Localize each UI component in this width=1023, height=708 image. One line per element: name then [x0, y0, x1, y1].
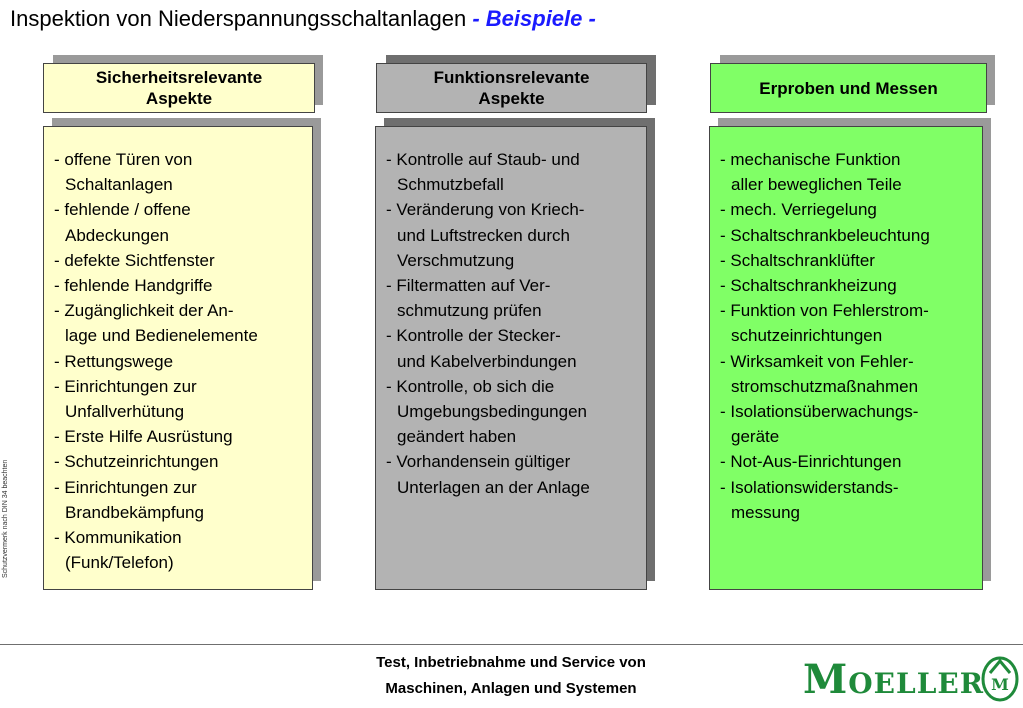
list-item: - Schaltschranklüfter — [720, 250, 875, 270]
heading-line: Sicherheitsrelevante — [95, 68, 263, 87]
list-item: schutzeinrichtungen — [731, 326, 883, 346]
footer-text: Test, Inbetriebnahme und Service von Mas… — [300, 650, 722, 702]
list-item: und Luftstrecken durch — [397, 225, 570, 245]
logo-initial: M — [803, 656, 849, 703]
list-item: - fehlende Handgriffe — [54, 276, 213, 296]
footer-line: Test, Inbetriebnahme und Service von — [376, 654, 646, 671]
list-item: messung — [731, 502, 800, 522]
list-item: - Schaltschrankbeleuchtung — [720, 225, 930, 245]
list-item: lage und Bedienelemente — [65, 326, 258, 346]
list-item: (Funk/Telefon) — [65, 553, 174, 573]
list-item: Unterlagen an der Anlage — [397, 477, 590, 497]
heading-line: Erproben und Messen — [759, 78, 938, 98]
list-item: Unfallverhütung — [65, 402, 185, 422]
heading-line: Funktionsrelevante — [433, 68, 590, 87]
list-item: - Not-Aus-Einrichtungen — [720, 452, 902, 472]
list-item: - Filtermatten auf Ver- — [386, 276, 551, 296]
moeller-logo: MOELLER — [803, 656, 984, 703]
list-item: Schmutzbefall — [397, 175, 504, 195]
list-item: - Isolationswiderstands- — [720, 477, 899, 497]
list-item: stromschutzmaßnahmen — [731, 376, 919, 396]
list-item: - Vorhandensein gültiger — [386, 452, 571, 472]
list-item: - Erste Hilfe Ausrüstung — [54, 427, 233, 447]
heading-testing: Erproben und Messen — [710, 63, 987, 113]
list-item: Abdeckungen — [65, 225, 169, 245]
page-title: Inspektion von Niederspannungsschaltanla… — [10, 6, 596, 32]
list-item: - Veränderung von Kriech- — [386, 200, 585, 220]
title-main: Inspektion von Niederspannungsschaltanla… — [10, 6, 467, 31]
list-item: - offene Türen von — [54, 150, 193, 169]
heading-line: Aspekte — [478, 89, 545, 108]
list-item: - Rettungswege — [54, 351, 174, 371]
list-item: und Kabelverbindungen — [397, 351, 577, 371]
moeller-emblem-icon: M — [981, 656, 1019, 702]
list-item: - Schaltschrankheizung — [720, 276, 897, 296]
emblem-letter: M — [991, 675, 1009, 694]
list-item: - Kontrolle der Stecker- — [386, 326, 561, 346]
list-item: - Funktion von Fehlerstrom- — [720, 301, 929, 321]
list-item: Schaltanlagen — [65, 175, 173, 195]
heading-line: Aspekte — [145, 89, 213, 108]
list-item: - Kontrolle auf Staub- und — [386, 150, 580, 169]
footer-line: Maschinen, Anlagen und Systemen — [385, 680, 637, 697]
list-item: - defekte Sichtfenster — [54, 250, 215, 270]
list-item: Umgebungsbedingungen — [397, 402, 587, 422]
list-item: - Schutzeinrichtungen — [54, 452, 219, 472]
list-item: geändert haben — [397, 427, 517, 447]
footer-divider — [0, 644, 1023, 645]
list-item: - mechanische Funktion — [720, 150, 901, 169]
list-item: - mech. Verriegelung — [720, 200, 877, 220]
list-item: - Wirksamkeit von Fehler- — [720, 351, 914, 371]
list-item: geräte — [731, 427, 780, 447]
list-item: - fehlende / offene — [54, 200, 191, 220]
list-item: - Einrichtungen zur — [54, 376, 197, 396]
list-item: - Zugänglichkeit der An- — [54, 301, 234, 321]
list-item: Brandbekämpfung — [65, 502, 204, 522]
list-item: Verschmutzung — [397, 250, 515, 270]
protection-note: Schutzvermerk nach DIN 34 beachten — [2, 459, 9, 578]
list-item: - Kontrolle, ob sich die — [386, 376, 555, 396]
list-item: - Kommunikation — [54, 528, 182, 548]
title-sub: - Beispiele - — [472, 6, 596, 31]
list-item: aller beweglichen Teile — [731, 175, 902, 195]
list-item: schmutzung prüfen — [397, 301, 542, 321]
list-item: - Einrichtungen zur — [54, 477, 197, 497]
list-testing: - mechanische Funktion aller beweglichen … — [709, 126, 983, 590]
list-item: - Isolationsüberwachungs- — [720, 402, 919, 422]
logo-rest: OELLER — [848, 667, 984, 700]
